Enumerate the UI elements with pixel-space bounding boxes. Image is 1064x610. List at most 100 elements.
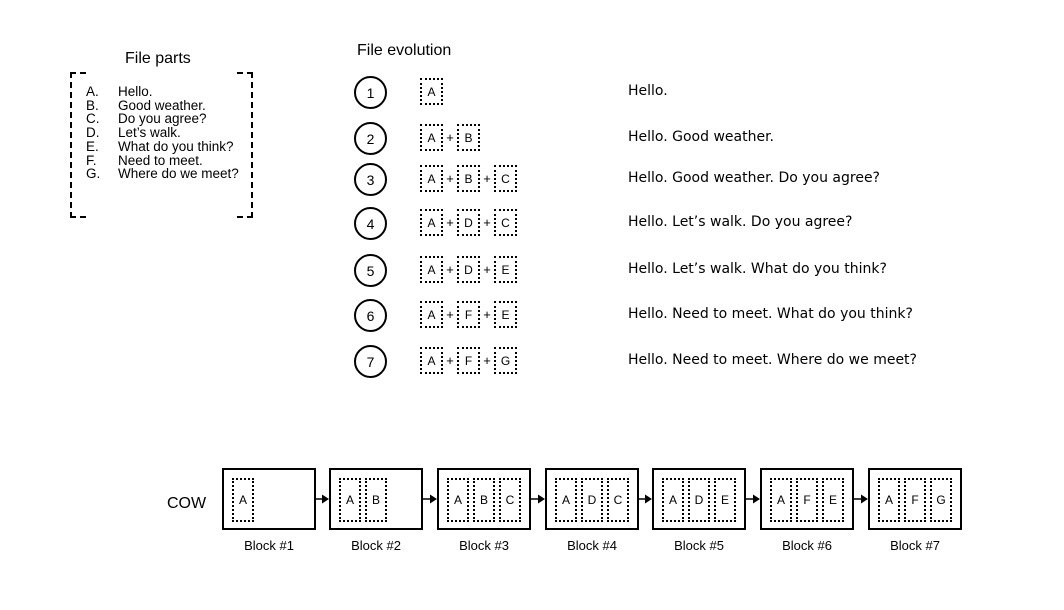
- file-part-item: F.Need to meet.: [86, 152, 239, 168]
- cow-block: A: [222, 468, 316, 530]
- file-part-chip: A: [420, 301, 443, 328]
- file-parts-list: A.Hello.B.Good weather.C.Do you agree?D.…: [86, 85, 239, 181]
- step-number-circle: 3: [354, 163, 387, 196]
- file-part-letter: C.: [86, 111, 100, 127]
- file-part-text: Hello.: [118, 84, 153, 99]
- block-arrow-head: [538, 494, 545, 504]
- file-part-item: D. Let’s walk.: [86, 126, 239, 140]
- block-part-chip: A: [878, 478, 900, 522]
- block-part-chip: E: [714, 478, 736, 522]
- step-parts: A+F+G: [420, 346, 517, 375]
- plus-sign: +: [446, 353, 454, 368]
- block-part-chip: E: [822, 478, 844, 522]
- plus-sign: +: [483, 353, 491, 368]
- block-arrow-head: [645, 494, 652, 504]
- file-part-letter: F.: [86, 152, 97, 168]
- step-parts: A: [420, 77, 443, 106]
- block-label: Block #7: [890, 538, 940, 553]
- block-part-chip: F: [904, 478, 926, 522]
- file-part-chip: G: [494, 347, 517, 374]
- file-part-chip: F: [457, 347, 480, 374]
- block-arrow-head: [861, 494, 868, 504]
- block-part-chip: A: [339, 478, 361, 522]
- step-text: Hello.: [628, 83, 668, 99]
- file-part-text: Do you agree?: [118, 111, 207, 127]
- file-part-text: Good weather.: [118, 97, 206, 113]
- step-number-circle: 5: [354, 254, 387, 287]
- plus-sign: +: [483, 262, 491, 277]
- evolution-step: 1 A Hello.: [354, 76, 1054, 110]
- block-part-chip: D: [688, 478, 710, 522]
- file-part-chip: A: [420, 124, 443, 151]
- step-parts: A+B+C: [420, 164, 517, 193]
- plus-sign: +: [483, 307, 491, 322]
- step-number-circle: 2: [354, 122, 387, 155]
- plus-sign: +: [483, 215, 491, 230]
- step-parts: A+B: [420, 123, 480, 152]
- file-part-chip: E: [494, 256, 517, 283]
- file-part-item: A. Hello.: [86, 85, 239, 99]
- file-part-chip: D: [457, 209, 480, 236]
- evolution-step: 2 A+B Hello. Good weather.: [354, 122, 1054, 156]
- step-number-circle: 6: [354, 299, 387, 332]
- file-part-chip: B: [457, 124, 480, 151]
- plus-sign: +: [446, 130, 454, 145]
- step-text: Hello. Good weather. Do you agree?: [628, 170, 880, 186]
- block-part-chip: B: [473, 478, 495, 522]
- block-part-chip: A: [662, 478, 684, 522]
- block-label: Block #1: [244, 538, 294, 553]
- step-text: Hello. Need to meet. Where do we meet?: [628, 352, 917, 368]
- block-part-chip: A: [232, 478, 254, 522]
- file-part-item: E. What do you think?: [86, 140, 239, 154]
- file-parts-title: File parts: [125, 50, 191, 67]
- block-arrow-head: [430, 494, 437, 504]
- block-label: Block #3: [459, 538, 509, 553]
- file-part-text: What do you think?: [118, 138, 234, 154]
- block-part-chip: C: [607, 478, 629, 522]
- file-part-letter: E.: [86, 138, 99, 154]
- block-label: Block #2: [351, 538, 401, 553]
- block-part-chip: F: [796, 478, 818, 522]
- file-part-item: G. Where do we meet?: [86, 167, 239, 181]
- file-part-letter: G.: [86, 166, 101, 182]
- file-part-letter: D.: [86, 125, 100, 141]
- block-part-chip: G: [930, 478, 952, 522]
- plus-sign: +: [483, 171, 491, 186]
- step-text: Hello. Good weather.: [628, 129, 774, 145]
- file-part-letter: B.: [86, 97, 99, 113]
- file-part-letter: A.: [86, 84, 99, 99]
- file-evolution-title: File evolution: [357, 42, 452, 59]
- file-part-text: Let’s walk.: [118, 125, 181, 141]
- step-parts: A+D+E: [420, 255, 517, 284]
- file-part-chip: A: [420, 209, 443, 236]
- block-part-chip: D: [581, 478, 603, 522]
- file-part-chip: F: [457, 301, 480, 328]
- file-part-text: Where do we meet?: [118, 166, 239, 182]
- file-part-item: B. Good weather.: [86, 97, 239, 113]
- block-chips: A: [232, 478, 254, 522]
- step-number-circle: 1: [354, 76, 387, 109]
- step-parts: A+F+E: [420, 300, 517, 329]
- block-arrow-head: [753, 494, 760, 504]
- file-part-item: C. Do you agree?: [86, 112, 239, 126]
- file-part-chip: A: [420, 165, 443, 192]
- file-part-chip: E: [494, 301, 517, 328]
- block-label: Block #6: [782, 538, 832, 553]
- plus-sign: +: [446, 215, 454, 230]
- plus-sign: +: [446, 307, 454, 322]
